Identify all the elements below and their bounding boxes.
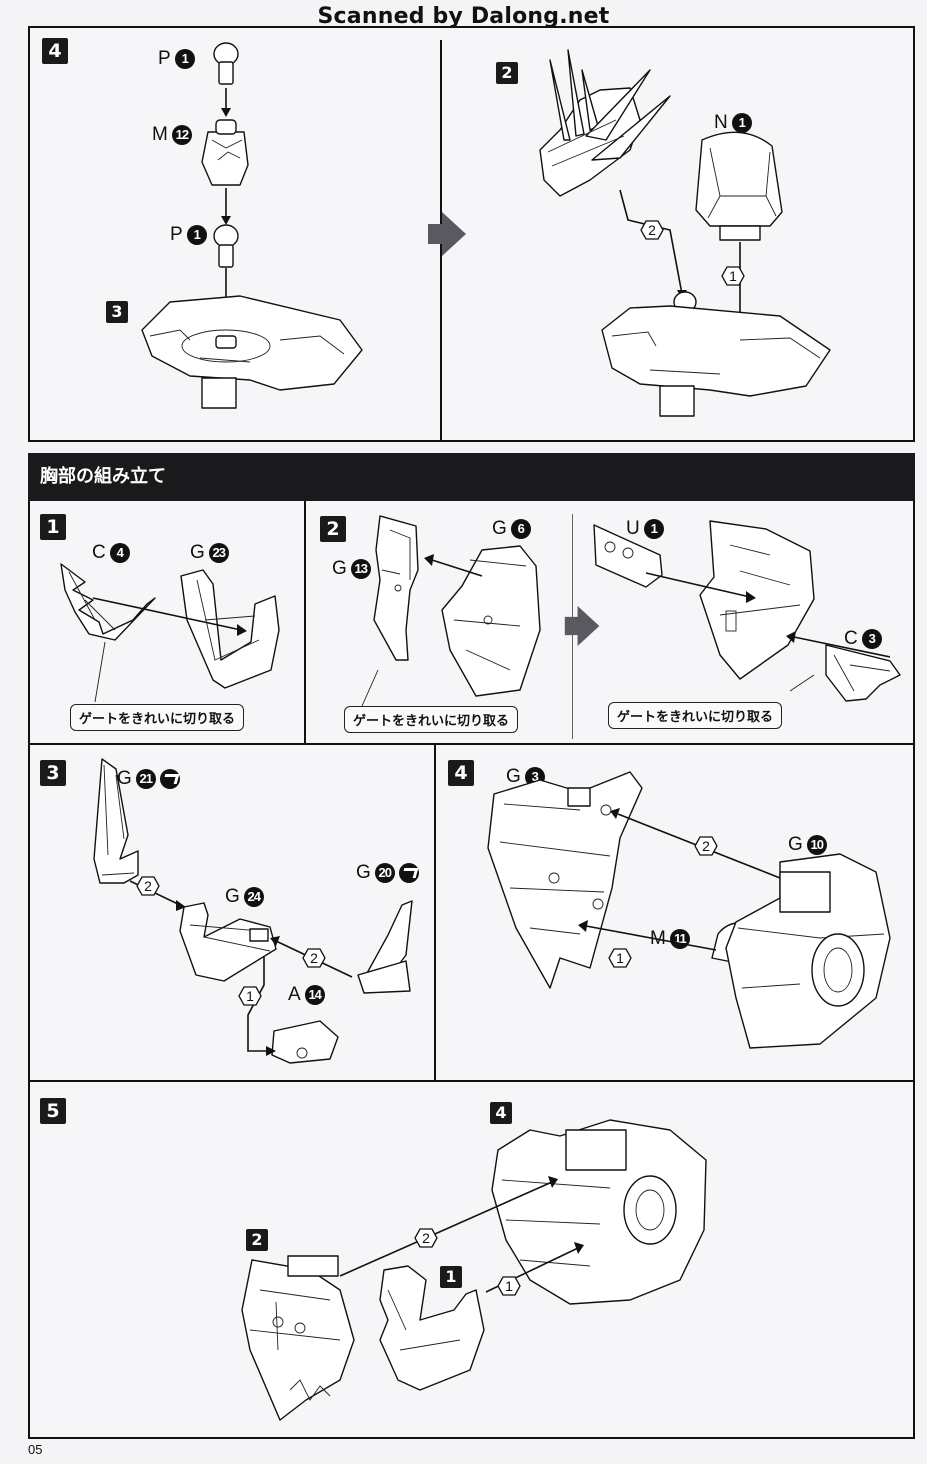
base-ref-badge: 3: [106, 301, 128, 323]
part-label-n1: N 1: [714, 112, 752, 134]
order-marker: 2: [136, 876, 160, 896]
part-label-a14: A 14: [288, 984, 325, 1006]
sub-assembly-ref-4: 4: [490, 1102, 512, 1124]
part-number: 1: [731, 113, 752, 133]
part-number: 1: [643, 519, 664, 539]
part-label-p1-top: P 1: [158, 48, 195, 70]
order-marker: 1: [721, 266, 745, 286]
chest-step1-illustration: [60, 563, 280, 703]
head-and-seat-assembly-illustration: [539, 49, 831, 417]
part-label-m12: M 12: [152, 124, 192, 146]
part-label-c4: C 4: [92, 542, 130, 564]
part-number: 24: [243, 887, 264, 907]
order-marker: 2: [302, 948, 326, 968]
step-divider: [434, 743, 436, 1080]
sticker-seal-icon: [159, 769, 180, 789]
part-number: 1: [186, 225, 207, 245]
chest-step3-illustration: [93, 758, 413, 1064]
page-number: 05: [28, 1442, 43, 1457]
section-title: 胸部の組み立て: [28, 453, 915, 501]
sub-assembly-ref-2: 2: [246, 1229, 268, 1251]
row-divider: [28, 1080, 915, 1082]
part-label-g20: G 20: [356, 862, 419, 884]
order-marker: 1: [497, 1276, 521, 1296]
part-label-g21: G 21: [117, 768, 180, 790]
step-badge: 4: [42, 38, 68, 64]
gate-trim-note: ゲートをきれいに切り取る: [70, 704, 245, 731]
sub-assembly-ref-1: 1: [440, 1266, 462, 1288]
part-number: 6: [510, 519, 531, 539]
proceed-arrow-icon: [428, 212, 466, 256]
part-label-g24: G 24: [225, 886, 264, 908]
order-marker: 2: [694, 836, 718, 856]
part-number: 4: [109, 543, 130, 563]
part-number: 20: [374, 863, 395, 883]
step-badge: 5: [40, 1098, 66, 1124]
step-divider: [304, 501, 306, 743]
part-number: 12: [171, 125, 192, 145]
part-label-g6: G 6: [492, 518, 531, 540]
part-number: 21: [135, 769, 156, 789]
part-label-g23: G 23: [190, 542, 229, 564]
step-badge: 2: [320, 516, 346, 542]
order-marker: 2: [640, 220, 664, 240]
scanner-watermark: Scanned by Dalong.net: [317, 4, 610, 29]
part-label-p1-bottom: P 1: [170, 224, 207, 246]
step-badge: 1: [40, 514, 66, 540]
part-label-g10: G 10: [788, 834, 827, 856]
part-number: 3: [861, 629, 882, 649]
proceed-arrow-icon: [564, 606, 600, 646]
head-ref-badge: 2: [496, 62, 518, 84]
part-number: 14: [304, 985, 325, 1005]
chest-step5-illustration: [241, 1119, 707, 1421]
order-marker: 1: [238, 986, 262, 1006]
gate-trim-note: ゲートをきれいに切り取る: [344, 706, 519, 733]
part-label-g13: G 13: [332, 558, 371, 580]
part-number: 10: [806, 835, 827, 855]
part-label-c3: C 3: [844, 628, 882, 650]
gate-trim-note: ゲートをきれいに切り取る: [608, 702, 783, 729]
chest-step2-illustration: [361, 515, 541, 707]
part-label-u1: U 1: [626, 518, 664, 540]
sticker-seal-icon: [398, 863, 419, 883]
part-number: 23: [208, 543, 229, 563]
part-number: 1: [174, 49, 195, 69]
order-marker: 1: [608, 948, 632, 968]
chest-step4-illustration: [487, 771, 891, 1049]
order-marker: 2: [414, 1228, 438, 1248]
ball-joint-stack-illustration: [141, 42, 363, 409]
step-badge: 4: [448, 760, 474, 786]
step-badge: 3: [40, 760, 66, 786]
chest-step2-result-illustration: [593, 520, 901, 702]
row-divider: [28, 743, 915, 745]
part-number: 13: [350, 559, 371, 579]
